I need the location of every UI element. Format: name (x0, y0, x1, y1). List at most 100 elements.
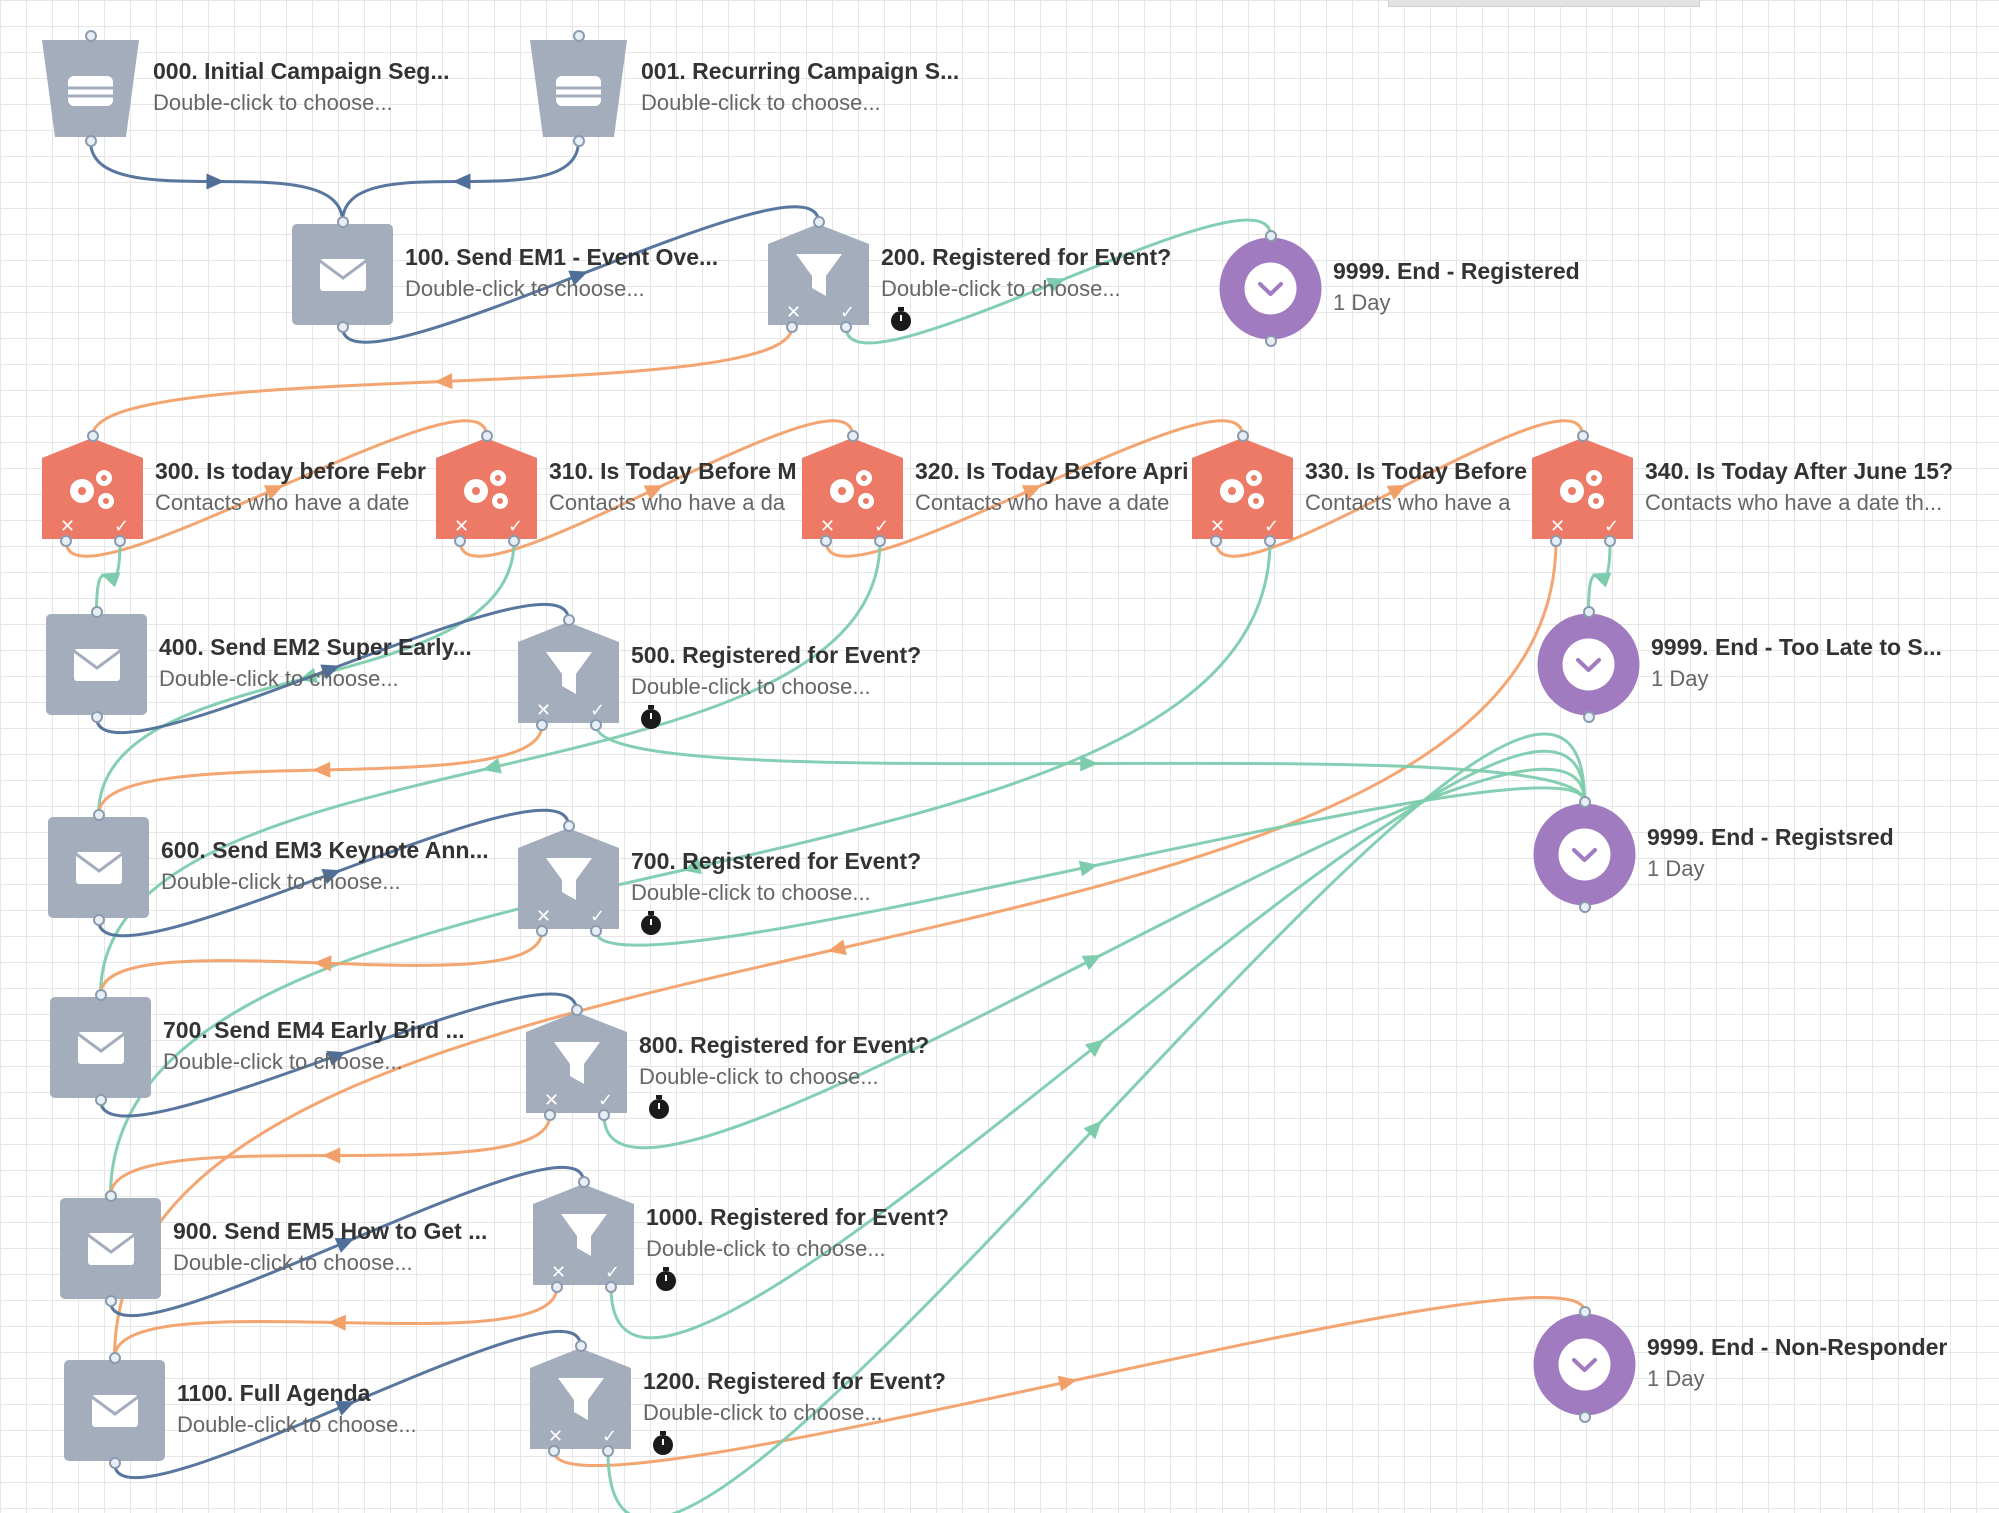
no-output-port[interactable] (1550, 535, 1562, 547)
input-port[interactable] (562, 820, 575, 832)
output-port[interactable] (108, 1457, 121, 1469)
input-port[interactable] (1576, 430, 1589, 442)
output-port[interactable] (92, 914, 105, 926)
input-port[interactable] (86, 430, 99, 442)
canvas-toolbar[interactable] (1388, 0, 1700, 7)
no-output-port[interactable] (786, 321, 798, 333)
envelope-icon[interactable] (44, 612, 149, 717)
yes-output-port[interactable] (114, 535, 126, 547)
input-port[interactable] (84, 30, 97, 42)
envelope-icon[interactable] (62, 1358, 167, 1463)
output-port[interactable] (1578, 901, 1591, 913)
yes-output-port[interactable] (590, 719, 602, 731)
gears-icon[interactable]: ✕✓ (40, 436, 145, 541)
input-port[interactable] (104, 1190, 117, 1202)
envelope-icon[interactable] (58, 1196, 163, 1301)
yes-output-port[interactable] (590, 925, 602, 937)
svg-text:✕: ✕ (548, 1426, 563, 1447)
output-port[interactable] (1582, 711, 1595, 723)
output-port[interactable] (1264, 335, 1277, 347)
clock-icon[interactable] (1536, 612, 1641, 717)
funnel-icon[interactable]: ✕✓ (766, 222, 871, 327)
output-port[interactable] (84, 135, 97, 147)
yes-output-port[interactable] (840, 321, 852, 333)
input-port[interactable] (1582, 606, 1595, 618)
input-port[interactable] (90, 606, 103, 618)
funnel-icon[interactable]: ✕✓ (516, 826, 621, 931)
input-port[interactable] (1236, 430, 1249, 442)
input-port[interactable] (108, 1352, 121, 1364)
database-icon[interactable] (38, 36, 143, 141)
envelope-icon[interactable] (48, 995, 153, 1100)
end-shape (1533, 1313, 1636, 1416)
funnel-icon[interactable]: ✕✓ (531, 1182, 636, 1287)
output-port[interactable] (572, 135, 585, 147)
output-port[interactable] (94, 1094, 107, 1106)
no-output-port[interactable] (454, 535, 466, 547)
envelope-icon[interactable] (290, 222, 395, 327)
input-port[interactable] (572, 30, 585, 42)
connection-arrow (434, 373, 453, 390)
clock-icon[interactable] (1218, 236, 1323, 341)
svg-text:✓: ✓ (1264, 516, 1279, 537)
no-output-port[interactable] (536, 719, 548, 731)
no-output-port[interactable] (544, 1109, 556, 1121)
no-output-port[interactable] (551, 1281, 563, 1293)
input-port[interactable] (574, 1340, 587, 1352)
output-port[interactable] (1578, 1411, 1591, 1423)
no-output-port[interactable] (536, 925, 548, 937)
input-port[interactable] (92, 809, 105, 821)
svg-text:✕: ✕ (1210, 516, 1225, 537)
input-port[interactable] (1578, 796, 1591, 808)
gears-icon[interactable]: ✕✓ (1190, 436, 1295, 541)
funnel-icon[interactable]: ✕✓ (516, 620, 621, 725)
input-port[interactable] (846, 430, 859, 442)
input-port[interactable] (336, 216, 349, 228)
node-label: 800. Registered for Event?Double-click t… (639, 1030, 929, 1092)
yes-output-port[interactable] (602, 1445, 614, 1457)
timer-icon (651, 1431, 675, 1455)
input-port[interactable] (480, 430, 493, 442)
gears-icon[interactable]: ✕✓ (434, 436, 539, 541)
input-port[interactable] (1578, 1306, 1591, 1318)
envelope-icon[interactable] (46, 815, 151, 920)
funnel-icon[interactable]: ✕✓ (524, 1010, 629, 1115)
no-output-port[interactable] (548, 1445, 560, 1457)
end-shape (1219, 237, 1322, 340)
clock-icon[interactable] (1532, 802, 1637, 907)
yes-output-port[interactable] (598, 1109, 610, 1121)
no-output-port[interactable] (60, 535, 72, 547)
svg-text:✓: ✓ (602, 1426, 617, 1447)
funnel-icon[interactable]: ✕✓ (528, 1346, 633, 1451)
clock-icon[interactable] (1532, 1312, 1637, 1417)
yes-output-port[interactable] (605, 1281, 617, 1293)
input-port[interactable] (577, 1176, 590, 1188)
gears-icon[interactable]: ✕✓ (1530, 436, 1635, 541)
database-icon[interactable] (526, 36, 631, 141)
no-output-port[interactable] (820, 535, 832, 547)
output-port[interactable] (104, 1295, 117, 1307)
svg-text:✓: ✓ (874, 516, 889, 537)
input-port[interactable] (562, 614, 575, 626)
yes-output-port[interactable] (1264, 535, 1276, 547)
svg-text:✕: ✕ (544, 1090, 559, 1111)
input-port[interactable] (570, 1004, 583, 1016)
input-port[interactable] (812, 216, 825, 228)
yes-output-port[interactable] (1604, 535, 1616, 547)
yes-output-port[interactable] (508, 535, 520, 547)
output-port[interactable] (90, 711, 103, 723)
email-shape (292, 224, 393, 325)
connection-arrow (321, 868, 342, 884)
no-output-port[interactable] (1210, 535, 1222, 547)
gears-icon[interactable]: ✕✓ (800, 436, 905, 541)
node-title: 100. Send EM1 - Event Ove... (405, 244, 719, 270)
node-title: 330. Is Today Before (1305, 458, 1527, 484)
yes-output-port[interactable] (874, 535, 886, 547)
email-shape (48, 817, 149, 918)
output-port[interactable] (336, 321, 349, 333)
email-shape (50, 997, 151, 1098)
input-port[interactable] (1264, 230, 1277, 242)
input-port[interactable] (94, 989, 107, 1001)
svg-text:✓: ✓ (114, 516, 129, 537)
